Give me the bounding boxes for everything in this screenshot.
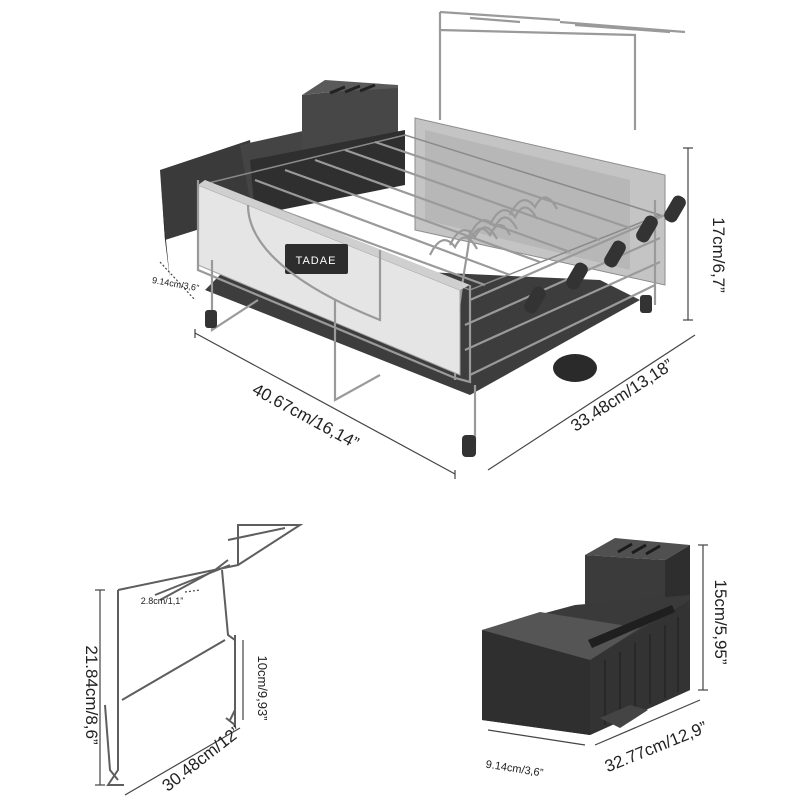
side-rack-side-height-label: 10cm/9,93” [255, 655, 270, 720]
rack-holder-width-label: 9.14cm/3,6” [151, 275, 200, 293]
dish-rack: TADAE [160, 10, 686, 457]
side-cup-rack [104, 524, 304, 786]
brand-logo-text: TADAE [296, 255, 337, 267]
side-rack-hook-label: 2.8cm/1,1” [141, 596, 184, 606]
rack-dimension-lines [159, 147, 696, 479]
side-rack-width-label: 30.48cm/12” [159, 722, 245, 795]
rack-height-label: 17cm/6,7” [709, 217, 728, 293]
drain-spout [553, 354, 597, 382]
brand-label: TADAE [285, 244, 348, 274]
front-handle [246, 204, 382, 322]
utensil-holder-width-label: 9.14cm/3,6” [485, 759, 545, 780]
plate-holder-tips [524, 195, 686, 314]
rack-legs [205, 260, 652, 457]
side-rack-dimension-lines [95, 589, 244, 796]
side-rack-height-label: 21.84cm/8,6” [82, 645, 101, 745]
rack-floor-grid [197, 134, 663, 291]
utensil-holder-height-label: 15cm/5,95” [711, 579, 730, 664]
glass-holder-frame [438, 10, 686, 130]
knife-block [302, 85, 398, 150]
utensil-holder-dimension-lines [487, 544, 708, 746]
rack-width-label: 40.67cm/16,14” [249, 380, 362, 453]
utensil-holder [482, 538, 690, 735]
